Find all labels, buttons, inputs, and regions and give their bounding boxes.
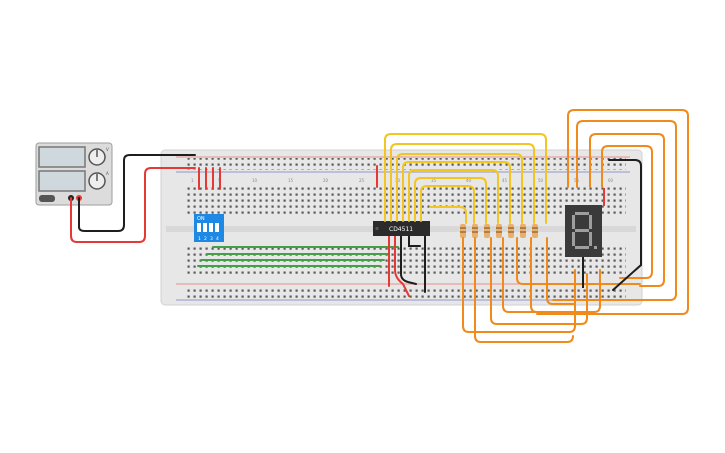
resistor-5[interactable]: [508, 224, 514, 238]
display-ground-wire[interactable]: [608, 159, 642, 291]
resistor-1[interactable]: [460, 224, 466, 238]
svg-text:50: 50: [538, 178, 544, 183]
svg-text:15: 15: [288, 178, 294, 183]
svg-text:20: 20: [323, 178, 329, 183]
resistors[interactable]: [460, 224, 538, 238]
dip-switch-num-3: 3: [210, 236, 213, 242]
dip-switch-toggle-3[interactable]: [209, 223, 213, 232]
resistor-7[interactable]: [532, 224, 538, 238]
ic-label: CD4511: [389, 226, 413, 233]
svg-text:35: 35: [431, 178, 437, 183]
svg-text:45: 45: [502, 178, 508, 183]
svg-text:1: 1: [191, 178, 194, 183]
resistor-6[interactable]: [520, 224, 526, 238]
yellow-wires[interactable]: [384, 133, 547, 224]
voltage-knob-label: V: [106, 147, 109, 152]
dip-switch-num-4: 4: [216, 236, 219, 242]
dip-switch-toggle-4[interactable]: [215, 223, 219, 232]
dip-switch[interactable]: ON 1 2 3 4: [194, 214, 224, 242]
power-supply[interactable]: V A: [35, 142, 113, 206]
resistor-2[interactable]: [472, 224, 478, 238]
dip-switch-on-label: ON: [197, 216, 205, 222]
current-knob-label: A: [106, 171, 109, 176]
ic-chip[interactable]: CD4511: [373, 221, 430, 236]
power-wires[interactable]: [70, 154, 426, 297]
seven-segment-value: 8.: [0, 0, 2, 1]
svg-text:25: 25: [359, 178, 365, 183]
dip-switch-toggle-2[interactable]: [203, 223, 207, 232]
power-supply-display-voltage: [38, 146, 86, 168]
svg-text:40: 40: [466, 178, 472, 183]
dip-switch-num-2: 2: [204, 236, 207, 242]
top-rail-holes[interactable]: [186, 158, 626, 170]
dip-switch-toggle-1[interactable]: [197, 223, 201, 232]
resistor-3[interactable]: [484, 224, 490, 238]
dip-switch-num-1: 1: [198, 236, 201, 242]
resistor-4[interactable]: [496, 224, 502, 238]
power-switch[interactable]: [39, 195, 55, 202]
orange-wires[interactable]: [462, 109, 689, 343]
terminal-strip-top[interactable]: [186, 184, 626, 214]
seven-segment-display[interactable]: 8.: [0, 0, 602, 257]
svg-text:60: 60: [608, 178, 614, 183]
green-wires[interactable]: [197, 246, 399, 267]
svg-text:10: 10: [252, 178, 258, 183]
power-supply-display-current: [38, 170, 86, 192]
seven-segment-digit-icon: [572, 212, 597, 249]
